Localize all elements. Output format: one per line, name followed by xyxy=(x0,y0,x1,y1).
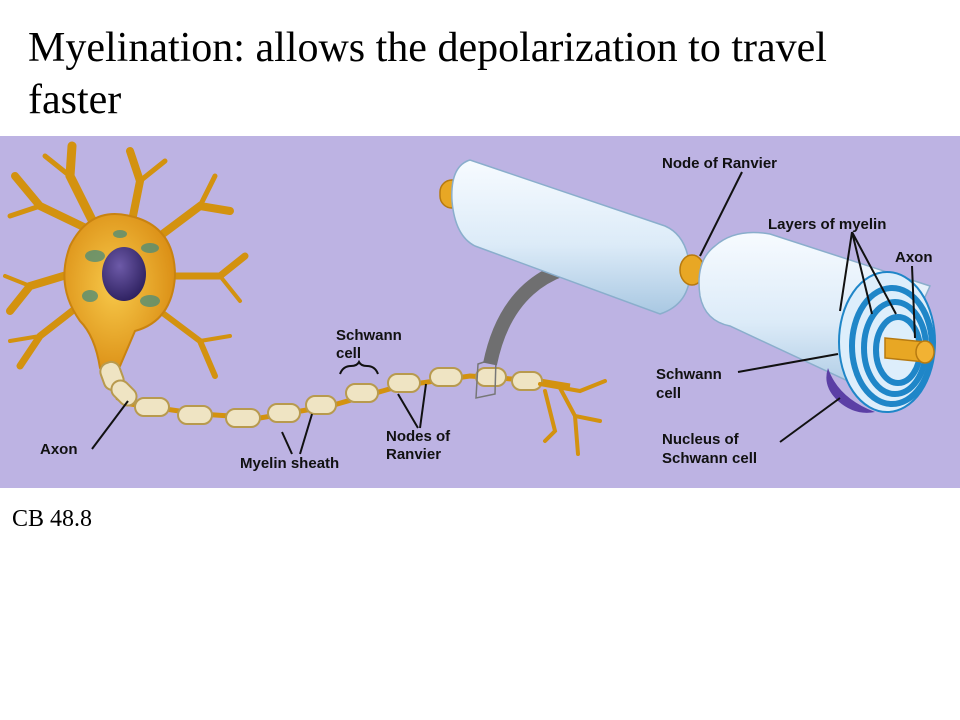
label-schwann-right-2: cell xyxy=(656,385,681,402)
axon-terminals xyxy=(538,379,607,456)
schwann-cylinder-1 xyxy=(451,159,691,315)
soma-organelles xyxy=(82,230,160,307)
label-nodes-of-ranvier-1: Nodes of xyxy=(386,428,451,445)
myelination-diagram: Axon Myelin sheath Schwann cell Nodes of… xyxy=(0,136,960,488)
label-layers-of-myelin: Layers of myelin xyxy=(768,216,886,233)
label-nucleus-1: Nucleus of xyxy=(662,431,740,448)
label-schwann-right-1: Schwann xyxy=(656,366,722,383)
diagram-svg: Axon Myelin sheath Schwann cell Nodes of… xyxy=(0,136,960,488)
label-myelin-sheath: Myelin sheath xyxy=(240,455,339,472)
slide-title: Myelination: allows the depolarization t… xyxy=(28,25,827,123)
label-node-of-ranvier: Node of Ranvier xyxy=(662,155,777,172)
leader-lines xyxy=(91,171,916,455)
label-nucleus-2: Schwann cell xyxy=(662,450,757,467)
myelin-segments xyxy=(99,360,543,428)
label-schwann-cell-1: Schwann xyxy=(336,327,402,344)
schwann-nucleus xyxy=(826,368,875,413)
label-schwann-cell-2: cell xyxy=(336,345,361,362)
neuron-nucleus xyxy=(102,247,146,301)
figure-caption: CB 48.8 xyxy=(12,506,93,532)
magnified-axon xyxy=(439,159,936,413)
label-axon: Axon xyxy=(40,441,78,458)
label-nodes-of-ranvier-2: Ranvier xyxy=(386,446,441,463)
axon-core xyxy=(915,340,935,364)
label-axon-right: Axon xyxy=(895,249,933,266)
